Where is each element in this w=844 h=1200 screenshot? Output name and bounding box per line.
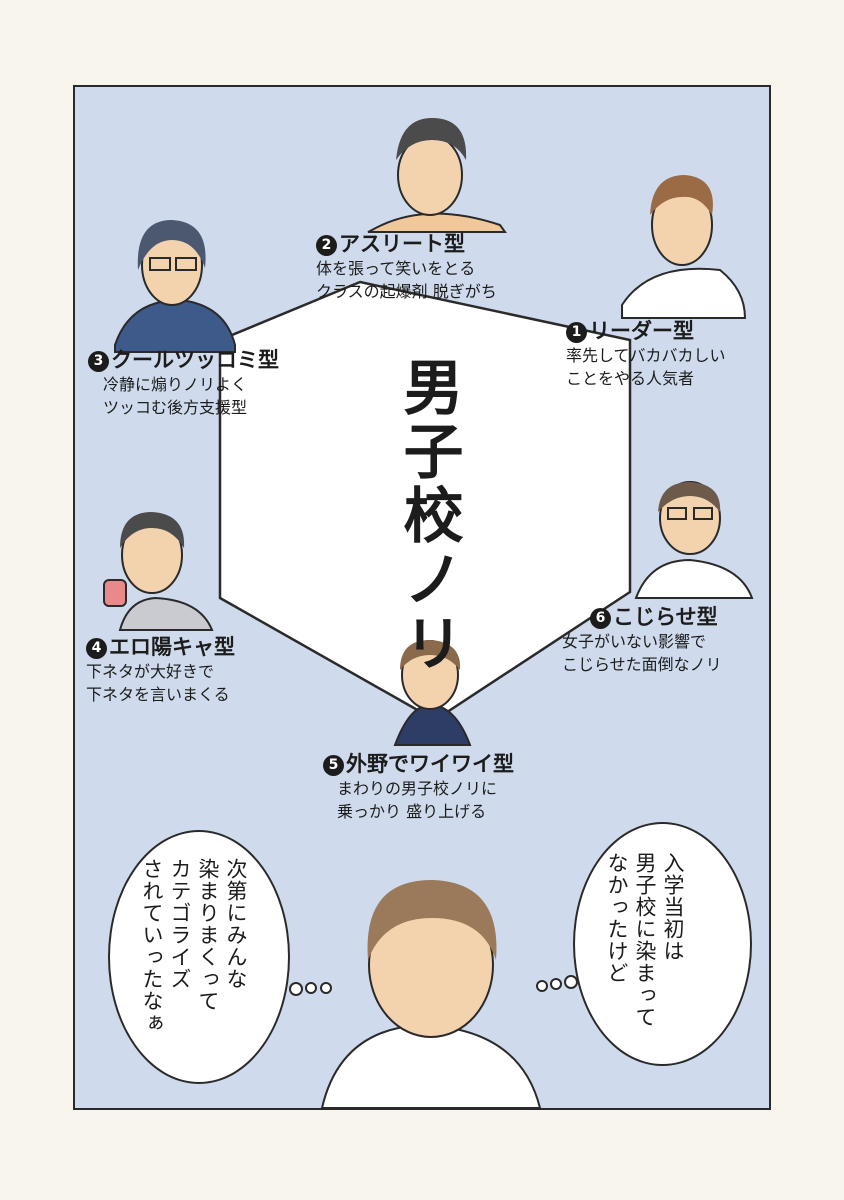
number-badge: 1	[566, 322, 587, 343]
character-2-illustration	[367, 118, 507, 233]
character-4-illustration	[103, 512, 214, 631]
narrator-character-illustration	[320, 880, 542, 1109]
type-2-desc-1: 体を張って笑いをとる	[316, 259, 476, 278]
diagram-title: 男子校ノリ	[393, 356, 463, 676]
type-1-desc-2: ことをやる人気者	[566, 369, 695, 388]
type-4-desc-1: 下ネタが大好きで	[86, 662, 215, 681]
character-6-illustration	[634, 481, 754, 599]
thought-bubble-left	[108, 830, 290, 1084]
type-4-desc-2: 下ネタを言いまくる	[86, 685, 230, 704]
type-5-desc-2: 乗っかり 盛り上げる	[337, 802, 487, 821]
type-6-desc-1: 女子がいない影響で	[562, 632, 707, 651]
number-badge: 2	[316, 235, 337, 256]
number-badge: 6	[590, 608, 611, 629]
type-2-desc-2: クラスの起爆剤 脱ぎがち	[316, 282, 497, 301]
thought-dot	[550, 978, 562, 990]
thought-bubble-right	[573, 822, 752, 1066]
thought-dot	[289, 982, 303, 996]
type-5-desc-1: まわりの男子校ノリに	[337, 779, 498, 798]
number-badge: 5	[323, 755, 344, 776]
type-3-desc-1: 冷静に煽りノリよく	[103, 375, 248, 394]
type-3-desc-2: ツッコむ後方支援型	[103, 398, 248, 417]
type-1-desc-1: 率先してバカバカしい	[566, 346, 726, 365]
character-5-illustration	[393, 640, 472, 746]
type-6-desc-2: こじらせた面倒なノリ	[562, 655, 722, 674]
number-badge: 3	[88, 351, 109, 372]
thought-bubble-left-text: 次第にみんな 染まりまくって カテゴライズ されていったなぁ	[140, 858, 248, 1034]
thought-dot	[305, 982, 317, 994]
thought-bubble-right-text: 入学当初は 男子校に染まって なかったけど	[605, 852, 685, 1028]
number-badge: 4	[86, 638, 107, 659]
character-1-illustration	[621, 175, 747, 319]
thought-dot	[320, 982, 332, 994]
thought-dot	[564, 975, 578, 989]
thought-dot	[536, 980, 548, 992]
character-3-illustration	[114, 220, 236, 353]
